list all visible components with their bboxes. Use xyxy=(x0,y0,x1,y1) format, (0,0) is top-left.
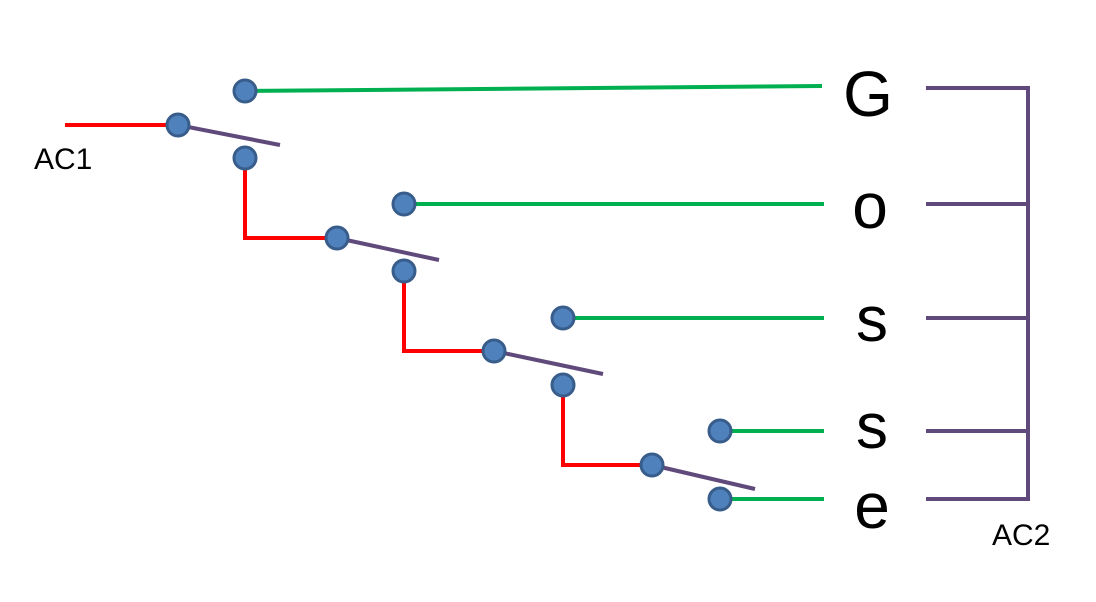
input-wire-stage-2 xyxy=(243,160,337,240)
label-ac1: AC1 xyxy=(34,143,92,176)
letter-2: o xyxy=(852,170,888,242)
node-pivot-2 xyxy=(324,225,350,251)
node-contact-4a xyxy=(707,418,733,444)
input-wire-stage-4 xyxy=(561,386,652,467)
switch-lever-2 xyxy=(336,236,440,262)
nodes xyxy=(165,78,733,512)
node-pivot-4 xyxy=(639,452,665,478)
output-bus xyxy=(926,86,1030,501)
node-contact-2a xyxy=(391,191,417,217)
node-pivot-3 xyxy=(481,338,507,364)
switch-lever-4 xyxy=(651,463,756,491)
letter-3: s xyxy=(856,283,888,355)
node-pivot-1 xyxy=(165,112,191,138)
label-ac2: AC2 xyxy=(992,519,1050,552)
node-contact-1b xyxy=(232,145,258,171)
input-wires xyxy=(65,123,652,467)
letter-4: s xyxy=(856,390,888,462)
letter-5: e xyxy=(854,470,890,542)
node-contact-1a xyxy=(232,78,258,104)
switch-lever-1 xyxy=(177,123,281,147)
output-wires xyxy=(244,84,824,501)
node-contact-2b xyxy=(391,258,417,284)
output-wire-1 xyxy=(244,84,823,93)
switch-levers xyxy=(177,123,756,491)
input-wire-stage-3 xyxy=(402,273,494,353)
switch-lever-3 xyxy=(493,349,604,376)
node-contact-4b xyxy=(707,486,733,512)
node-contact-3b xyxy=(550,372,576,398)
node-contact-3a xyxy=(550,305,576,331)
letter-1: G xyxy=(843,58,893,130)
letter-labels: G o s s e xyxy=(843,58,893,542)
